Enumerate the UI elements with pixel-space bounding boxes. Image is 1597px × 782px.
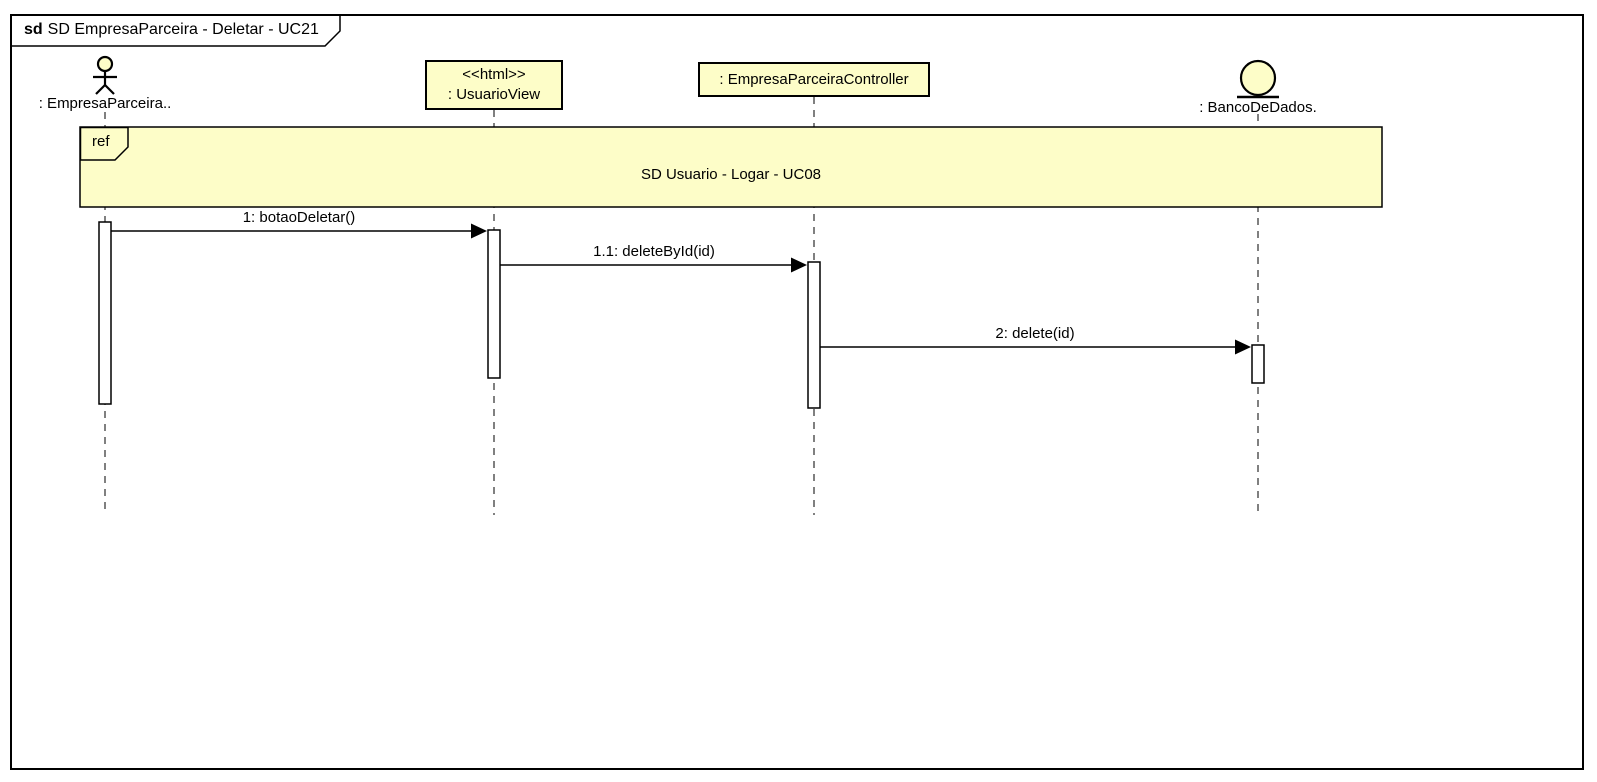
ref-operator-pentagon [79,126,129,161]
ref-fragment-label: SD Usuario - Logar - UC08 [640,166,822,183]
frame-title-text: SD EmpresaParceira - Deletar - UC21 [47,21,319,38]
activation-empresa-parceira [98,221,112,405]
arrowhead-message-1-1 [791,257,807,273]
lifeline-head-empresa-parceira-controller: : EmpresaParceiraController [698,62,930,97]
entity-icon [1237,59,1279,99]
stereotype-html: <<html>> [462,66,526,83]
activation-usuario-view [487,229,501,379]
ref-operator-label: ref [92,133,110,150]
message-label-2: 2: delete(id) [995,325,1075,342]
lifeline-label-empresa-parceira-controller: : EmpresaParceiraController [719,70,909,88]
lifeline-label-usuario-view: : UsuarioView [447,86,541,103]
lifeline-label-empresa-parceira: : EmpresaParceira.. [38,95,172,112]
activation-banco-de-dados [1251,344,1265,384]
arrowhead-message-2 [1235,339,1251,355]
message-label-1: 1: botaoDeletar() [242,209,356,226]
lifeline-head-usuario-view: <<html>> : UsuarioView [425,60,563,110]
lifeline-label-banco-de-dados: : BancoDeDados. [1199,99,1317,116]
activation-empresa-parceira-controller [807,261,821,409]
actor-icon [93,55,117,95]
frame-keyword: sd [24,21,43,38]
message-label-1-1: 1.1: deleteById(id) [593,243,715,260]
ref-fragment [79,126,1383,208]
arrowhead-message-1 [471,223,487,239]
